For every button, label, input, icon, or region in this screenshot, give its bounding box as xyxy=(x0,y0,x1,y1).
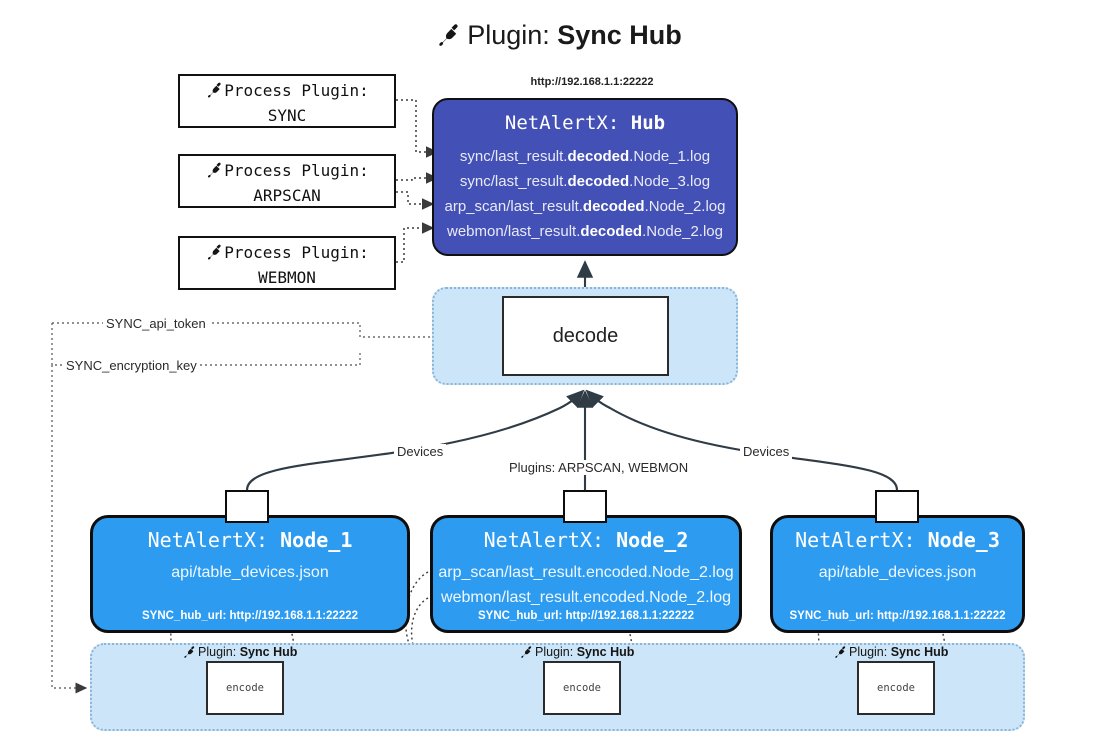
decode-box[interactable]: decode xyxy=(502,296,669,376)
process-plugin-webmon-line2: WEBMON xyxy=(258,268,316,287)
plug-icon xyxy=(208,244,221,260)
plug-icon xyxy=(521,646,532,658)
process-plugin-webmon-box[interactable]: Process Plugin: WEBMON xyxy=(178,236,396,290)
process-plugin-arpscan-line2: ARPSCAN xyxy=(253,186,321,205)
encoder-caption-2: Plugin: Sync Hub xyxy=(519,645,634,659)
process-plugin-sync-line2: SYNC xyxy=(267,106,307,125)
label-name: Sync Hub xyxy=(576,645,635,659)
plug-icon xyxy=(184,646,195,658)
title-name: Sync Hub xyxy=(557,20,682,50)
label: Plugin: xyxy=(849,645,888,659)
hub-title-name: Hub xyxy=(630,112,666,134)
edge-label-api-token: SYNC_api_token xyxy=(103,316,209,331)
edge-label-encryption-key: SYNC_encryption_key xyxy=(63,358,200,373)
encode-box-2[interactable]: encode xyxy=(543,661,621,715)
hub-url-label: http://192.168.1.1:22222 xyxy=(530,76,654,88)
node-footer: SYNC_hub_url: http://192.168.1.1:22222 xyxy=(477,610,695,622)
label: Process Plugin: xyxy=(224,243,369,262)
hub-title: NetAlertX: Hub xyxy=(434,112,736,134)
node-card-node-1[interactable]: NetAlertX: Node_1 api/table_devices.json… xyxy=(90,515,410,633)
hub-title-prefix: NetAlertX: xyxy=(504,112,620,134)
hub-log-line: arp_scan/last_result.decoded.Node_2.log xyxy=(444,198,726,215)
label: Plugin: xyxy=(198,645,237,659)
node-card-node-2[interactable]: NetAlertX: Node_2 arp_scan/last_result.e… xyxy=(430,515,742,633)
label-name: Sync Hub xyxy=(239,645,298,659)
hub-log-line: webmon/last_result.decoded.Node_2.log xyxy=(447,223,723,240)
process-plugin-arpscan-box[interactable]: Process Plugin: ARPSCAN xyxy=(178,154,396,208)
process-plugin-arpscan-line1: Process Plugin: xyxy=(180,158,394,183)
edge-label-devices-right: Devices xyxy=(740,444,793,459)
hub-log-list: sync/last_result.decoded.Node_1.log sync… xyxy=(434,144,736,244)
process-plugin-sync-line1: Process Plugin: xyxy=(180,78,394,103)
node-line: webmon/last_result.encoded.Node_2.log xyxy=(441,589,731,606)
encoder-caption-3: Plugin: Sync Hub xyxy=(833,645,948,659)
envelope-icon xyxy=(875,490,919,523)
node-title: NetAlertX: Node_1 xyxy=(147,528,353,552)
node-line: api/table_devices.json xyxy=(818,564,977,581)
node-lines: api/table_devices.json xyxy=(93,560,407,585)
plug-icon xyxy=(208,82,221,98)
title-prefix: Plugin: xyxy=(467,20,550,50)
edge-label-plugins-mid: Plugins: ARPSCAN, WEBMON xyxy=(506,460,692,475)
plug-icon xyxy=(439,24,458,46)
process-plugin-webmon-line1: Process Plugin: xyxy=(180,240,394,265)
node-lines: api/table_devices.json xyxy=(773,560,1022,585)
page-title: Plugin: Sync Hub xyxy=(0,18,1117,52)
process-plugin-sync-box[interactable]: Process Plugin: SYNC xyxy=(178,74,396,128)
label: Plugin: xyxy=(535,645,574,659)
label: Process Plugin: xyxy=(224,81,369,100)
hub-log-line: sync/last_result.decoded.Node_3.log xyxy=(459,173,711,190)
hub-log-line: sync/last_result.decoded.Node_1.log xyxy=(459,148,711,165)
encode-box-1[interactable]: encode xyxy=(206,661,284,715)
encoder-caption-1: Plugin: Sync Hub xyxy=(182,645,297,659)
node-title: NetAlertX: Node_2 xyxy=(483,528,689,552)
label: Process Plugin: xyxy=(224,161,369,180)
label-name: Sync Hub xyxy=(890,645,949,659)
node-footer: SYNC_hub_url: http://192.168.1.1:22222 xyxy=(141,610,359,622)
node-title: NetAlertX: Node_3 xyxy=(795,528,1000,552)
hub-node[interactable]: NetAlertX: Hub sync/last_result.decoded.… xyxy=(432,98,738,256)
node-line: api/table_devices.json xyxy=(171,564,329,581)
encode-box-3[interactable]: encode xyxy=(857,661,935,715)
node-card-node-3[interactable]: NetAlertX: Node_3 api/table_devices.json… xyxy=(770,515,1025,633)
node-line: arp_scan/last_result.encoded.Node_2.log xyxy=(438,564,734,581)
node-footer: SYNC_hub_url: http://192.168.1.1:22222 xyxy=(789,610,1006,622)
plug-icon xyxy=(208,162,221,178)
node-lines: arp_scan/last_result.encoded.Node_2.log … xyxy=(433,560,739,610)
envelope-icon xyxy=(225,490,269,523)
plug-icon xyxy=(835,646,846,658)
edge-label-devices-left: Devices xyxy=(394,444,447,459)
envelope-icon xyxy=(563,490,607,523)
